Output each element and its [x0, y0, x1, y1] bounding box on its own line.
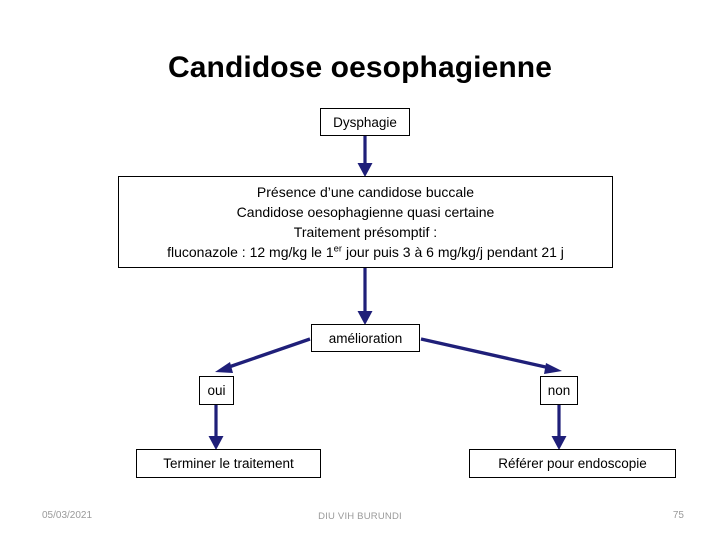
footer-page-number: 75 [672, 510, 684, 521]
node-dysphagie-label: Dysphagie [333, 114, 397, 130]
node-main-dose-line: fluconazole : 12 mg/kg le 1er jour puis … [167, 242, 564, 262]
arrow-dysphagie-to-main [357, 136, 373, 177]
node-terminer-traitement[interactable]: Terminer le traitement [136, 449, 321, 478]
node-oui[interactable]: oui [199, 376, 234, 405]
footer-title: DIU VIH BURUNDI [318, 511, 402, 522]
arrow-amelioration-to-non [420, 337, 562, 374]
arrow-non-to-referer [551, 405, 567, 450]
node-oui-label: oui [207, 383, 226, 398]
node-amelioration[interactable]: amélioration [311, 324, 420, 352]
arrow-oui-to-terminer [208, 405, 224, 450]
dose-suffix: jour puis 3 à 6 mg/kg/j pendant 21 j [342, 244, 564, 260]
node-non[interactable]: non [540, 376, 578, 405]
arrow-main-to-amelioration [357, 268, 373, 325]
page-title: Candidose oesophagienne [167, 51, 553, 84]
node-main-line-3: Traitement présomptif : [293, 224, 438, 240]
node-main-line-2: Candidose oesophagienne quasi certaine [236, 204, 495, 220]
node-amelioration-label: amélioration [328, 330, 403, 346]
arrow-amelioration-to-oui [215, 337, 311, 373]
node-terminer-label: Terminer le traitement [163, 456, 294, 471]
node-referer-label: Référer pour endoscopie [498, 456, 647, 471]
footer-date: 05/03/2021 [42, 510, 93, 521]
node-referer-endoscopie[interactable]: Référer pour endoscopie [469, 449, 676, 478]
node-main-line-1: Présence d’une candidose buccale [256, 184, 475, 200]
node-dysphagie[interactable]: Dysphagie [320, 108, 410, 136]
node-non-label: non [547, 383, 571, 398]
dose-prefix: fluconazole : 12 mg/kg le 1 [167, 244, 334, 260]
node-presumptive-treatment[interactable]: Présence d’une candidose buccale Candido… [118, 176, 613, 268]
dose-ordinal-suffix: er [333, 243, 343, 255]
